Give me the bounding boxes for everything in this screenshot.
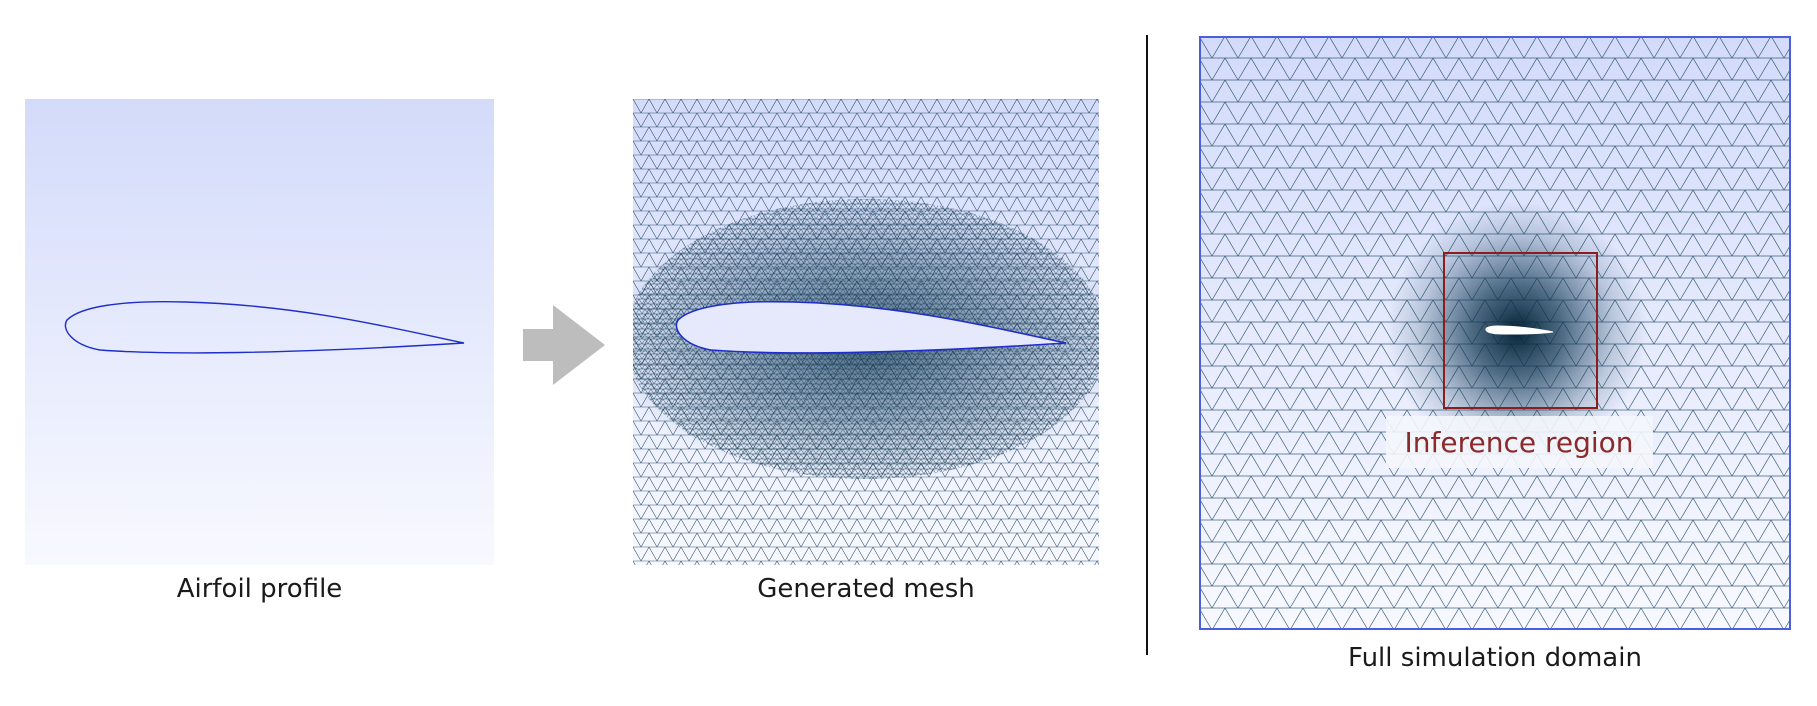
airfoil-outline	[64, 300, 465, 354]
generated-mesh-caption: Generated mesh	[757, 574, 975, 604]
inference-region-label-bg	[1386, 416, 1653, 468]
inference-region-label: Inference region	[1404, 426, 1633, 459]
full-domain-caption: Full simulation domain	[1348, 643, 1642, 673]
airfoil-profile-panel	[25, 99, 494, 565]
domain-airfoil	[1485, 325, 1554, 335]
panel-divider	[1146, 35, 1148, 655]
generated-mesh-panel	[633, 99, 1099, 565]
inference-region-box	[1443, 252, 1598, 409]
airfoil-background	[25, 99, 494, 565]
airfoil-profile-caption: Airfoil profile	[176, 574, 343, 604]
arrow-right-icon	[523, 305, 605, 385]
full-domain-panel: Inference region	[1199, 36, 1791, 630]
domain-border	[1199, 36, 1791, 630]
mesh-airfoil	[675, 300, 1067, 354]
